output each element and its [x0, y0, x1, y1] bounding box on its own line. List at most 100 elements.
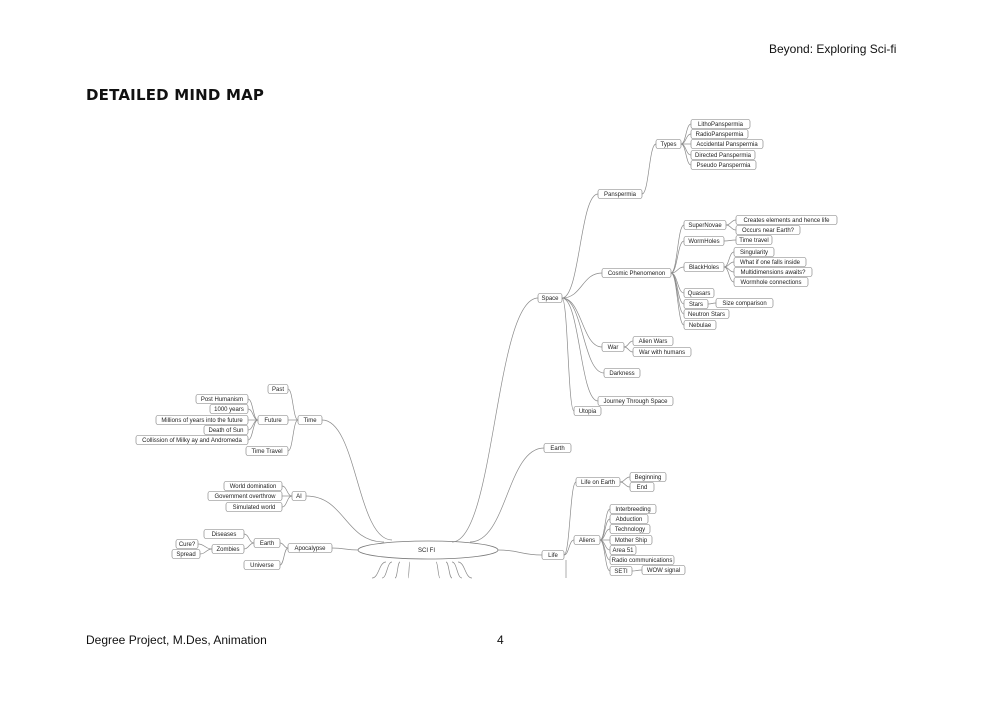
darkness-node-label: Darkness	[609, 371, 634, 377]
blackholes-item: Wormhole connections	[733, 277, 809, 287]
cure-node: Cure?	[175, 539, 199, 549]
future-node-label: Future	[264, 418, 282, 424]
root-node: SCI FI	[357, 540, 499, 560]
ai-node: AI	[291, 491, 307, 501]
ai-item-label: Simulated world	[233, 505, 276, 511]
types-item: Accidental Panspermia	[690, 139, 764, 149]
root-branch-line	[394, 561, 401, 579]
aliens-item-label: Mother Ship	[615, 538, 648, 544]
aliens-item: Area 51	[609, 545, 637, 555]
connector-line	[321, 419, 393, 541]
war-item: War with humans	[632, 347, 692, 357]
aliens-node: Aliens	[573, 535, 601, 545]
connector-line	[641, 143, 657, 195]
diseases-node: Diseases	[203, 529, 245, 539]
panspermia-node: Panspermia	[597, 189, 643, 199]
ai-item: World domination	[223, 481, 283, 491]
darkness-node: Darkness	[603, 368, 641, 378]
aliens-item: SETI	[609, 566, 633, 576]
spread-node-label: Spread	[176, 552, 195, 558]
page-header-title: Beyond: Exploring Sci-fi	[769, 42, 897, 56]
root-node-label: SCI FI	[418, 548, 435, 554]
future-item: Collission of Milky ay and Andromeda	[135, 435, 249, 445]
ai-item: Simulated world	[225, 502, 283, 512]
root-branch-line	[451, 561, 463, 579]
connector-line	[197, 543, 213, 550]
connector-line	[561, 297, 605, 374]
connector-line	[725, 219, 737, 226]
life-node: Life	[541, 550, 565, 560]
aliens-item: Abduction	[609, 514, 649, 524]
connector-line	[670, 224, 685, 274]
connector-line	[247, 419, 259, 441]
cosmic-phenomenon-node-label: Cosmic Phenomenon	[608, 271, 665, 277]
utopia-node: Utopia	[573, 406, 602, 416]
time-node-label: Time	[303, 418, 317, 424]
connector-line	[619, 481, 631, 488]
spread-node: Spread	[171, 549, 201, 559]
apocalypse-earth-node: Earth	[253, 538, 281, 548]
life-on-earth-item-label: Beginning	[635, 475, 662, 481]
blackholes-node: BlackHoles	[683, 262, 725, 272]
life-on-earth-item: Beginning	[629, 472, 667, 482]
blackholes-item-label: Multidimensions awaits?	[740, 270, 806, 276]
types-item-label: RadioPanspermia	[696, 132, 744, 138]
connector-line	[599, 508, 611, 541]
connector-line	[563, 481, 577, 556]
connector-line	[561, 272, 603, 299]
wormholes-node: WormHoles	[683, 236, 725, 246]
connector-line	[670, 266, 685, 274]
types-item-label: Accidental Panspermia	[696, 142, 758, 148]
future-item-label: Millions of years into the future	[161, 418, 243, 424]
blackholes-item-label: What if one falls inside	[740, 260, 801, 266]
zombies-node-label: Zombies	[216, 547, 239, 553]
future-item: Millions of years into the future	[155, 415, 249, 425]
supernovae-item-label: Occurs near Earth?	[742, 228, 795, 234]
blackholes-item-label: Wormhole connections	[741, 280, 802, 286]
connector-line	[680, 123, 692, 145]
types-item: Directed Panspermia	[690, 150, 756, 160]
time-travel-node-label: Time Travel	[251, 449, 282, 455]
connector-line	[561, 297, 603, 348]
connector-line	[707, 302, 717, 305]
connector-line	[287, 388, 299, 421]
connector-line	[623, 346, 634, 353]
quasars-node-label: Quasars	[688, 291, 711, 297]
root-branch-line	[371, 561, 387, 579]
connector-line	[497, 549, 543, 556]
connector-line	[287, 419, 299, 452]
connector-line	[563, 539, 575, 556]
connector-line	[281, 495, 293, 508]
aliens-item: Interbreeding	[609, 504, 657, 514]
journey-through-space-node-label: Journey Through Space	[604, 399, 669, 405]
types-item: LithoPanspermia	[690, 119, 751, 129]
connector-line	[619, 476, 631, 483]
blackholes-node-label: BlackHoles	[689, 265, 719, 271]
connector-line	[680, 133, 692, 145]
ai-item-label: World domination	[230, 484, 277, 490]
future-item-label: Post Humanism	[201, 397, 243, 403]
panspermia-node-label: Panspermia	[604, 192, 637, 198]
past-node: Past	[267, 384, 289, 394]
life-on-earth-node-label: Life on Earth	[581, 480, 615, 486]
connector-line	[561, 193, 599, 299]
ai-node-label: AI	[296, 494, 302, 500]
earth-node-label: Earth	[550, 446, 564, 452]
earth-node: Earth	[543, 443, 572, 453]
space-node: Space	[537, 293, 563, 303]
blackholes-item: Singularity	[733, 247, 775, 257]
aliens-item-label: SETI	[614, 569, 628, 575]
types-item-label: Pseudo Panspermia	[696, 163, 751, 169]
root-branch-line	[381, 561, 393, 579]
connector-line	[670, 272, 685, 315]
future-node: Future	[257, 415, 289, 425]
war-node: War	[601, 342, 625, 352]
time-travel-node: Time Travel	[245, 446, 289, 456]
page-title: DETAILED MIND MAP	[86, 86, 265, 104]
connector-line	[561, 297, 599, 402]
connector-line	[331, 547, 359, 551]
types-item-label: Directed Panspermia	[695, 153, 752, 159]
supernovae-item: Creates elements and hence life	[735, 215, 838, 225]
connector-line	[451, 297, 539, 543]
